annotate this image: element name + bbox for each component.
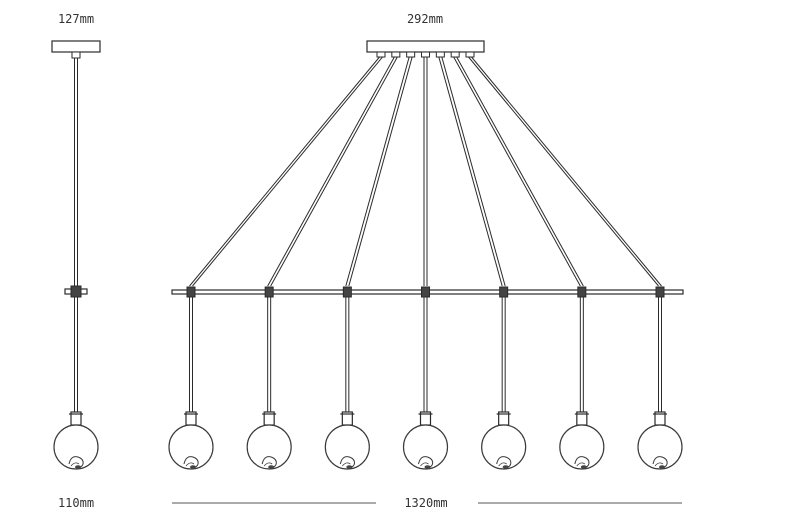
canopy-fitting	[376, 51, 386, 58]
bar-clamp	[655, 286, 665, 298]
suspension-cable	[270, 56, 398, 287]
suspension-cable	[468, 56, 659, 287]
canopy-fitting	[450, 51, 460, 58]
bar-clamp	[577, 286, 587, 298]
bulb-tip	[190, 465, 196, 469]
suspension-cable	[453, 56, 581, 287]
bulb-filament	[498, 462, 507, 467]
bulb-filament	[70, 462, 80, 467]
bulb-filament	[654, 462, 664, 467]
suspension-cable	[192, 56, 383, 287]
canopy-fitting	[391, 51, 401, 58]
bar-clamp	[186, 286, 196, 298]
suspension-cable	[267, 56, 395, 287]
suspension-cable	[438, 56, 503, 287]
suspension-cable	[348, 56, 413, 287]
suspension-cable	[471, 56, 662, 287]
bulb-filament	[342, 462, 351, 467]
dim-canopy-front-label: 292mm	[407, 12, 443, 26]
bulb-tip	[580, 465, 587, 469]
globe	[559, 424, 605, 470]
front-view	[168, 40, 684, 470]
bulb-filament	[576, 462, 586, 467]
canopy-fitting	[465, 51, 475, 58]
bar-clamp	[499, 286, 509, 298]
bulb-tip	[502, 465, 509, 469]
dim-overall-width-label: 1320mm	[404, 496, 447, 510]
canopy-side	[51, 40, 101, 53]
dim-canopy-side-label: 127mm	[58, 12, 94, 26]
globe	[637, 424, 683, 470]
canopy-side-fitting	[71, 51, 81, 59]
bar-clamp	[264, 286, 274, 298]
globe	[53, 424, 99, 470]
bulb-filament	[263, 462, 273, 467]
globe	[481, 424, 527, 470]
side-view	[51, 40, 101, 470]
bulb-filament	[185, 462, 195, 467]
globe	[324, 424, 370, 470]
bulb-filament	[420, 462, 429, 467]
suspension-cable	[456, 56, 584, 287]
bulb-tip	[424, 465, 431, 469]
suspension-cable	[441, 56, 506, 287]
bulb-tip	[268, 465, 275, 469]
canopy-front	[366, 40, 485, 53]
bar-clamp	[421, 286, 430, 298]
bulb-tip	[659, 465, 665, 469]
globe	[402, 424, 449, 470]
side-bar-clamp	[70, 285, 82, 298]
suspension-cable	[345, 56, 410, 287]
globe	[246, 424, 292, 470]
dim-globe-diameter-label: 110mm	[58, 496, 94, 510]
bulb-tip	[346, 465, 353, 469]
globe	[168, 424, 214, 470]
bulb-tip	[75, 465, 81, 469]
canopy-fitting	[435, 51, 445, 58]
canopy-fitting	[406, 51, 416, 58]
bar-clamp	[342, 286, 352, 298]
suspension-cable	[189, 56, 380, 287]
canopy-fitting	[421, 51, 430, 58]
